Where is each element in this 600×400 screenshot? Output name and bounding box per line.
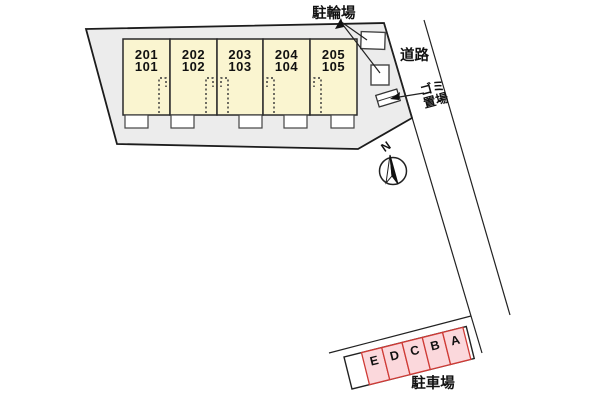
unit-number-upper: 202	[182, 47, 205, 62]
building-unit: 202 102	[169, 38, 218, 129]
bicycle-leader-line-2	[339, 20, 381, 74]
entry-porch	[330, 114, 355, 129]
entry-porch	[238, 114, 263, 129]
entry-dashed-line	[220, 77, 229, 113]
unit-number-lower: 103	[228, 59, 251, 74]
parking-space-label: D	[388, 348, 400, 364]
road-line-right	[423, 19, 511, 316]
unit-room	[309, 38, 358, 116]
building: 201 101 202 102 203 103 204 104	[122, 38, 358, 129]
unit-number-upper: 204	[275, 47, 298, 62]
garbage-label: ゴミ 置場	[418, 77, 450, 111]
parking-lot: E D C B A	[343, 325, 476, 390]
bicycle-leader-line-1	[339, 20, 368, 41]
entry-dashed-line	[313, 77, 322, 113]
road-label: 道路	[400, 46, 429, 64]
north-label: N	[378, 138, 393, 154]
entry-dashed-line	[205, 77, 214, 113]
parking-boundary-line	[328, 315, 472, 354]
building-unit: 205 105	[309, 38, 358, 129]
unit-number-upper: 203	[228, 47, 251, 62]
parking-space-label: C	[409, 343, 421, 359]
unit-number-lower: 102	[182, 59, 205, 74]
unit-number-upper: 205	[322, 47, 345, 62]
building-unit: 204 104	[262, 38, 311, 129]
unit-number-lower: 105	[322, 59, 345, 74]
parking-space-label: B	[429, 338, 441, 354]
parking-lot-label: 駐車場	[411, 374, 455, 392]
garbage-label-line2: 置場	[422, 90, 451, 111]
unit-room	[216, 38, 264, 116]
entry-porch	[283, 114, 308, 129]
leader-arrow-icon	[335, 18, 344, 29]
leader-arrow-icon	[390, 92, 400, 100]
north-compass-icon: N	[378, 138, 408, 186]
unit-number-upper: 201	[135, 47, 158, 62]
building-unit: 201 101	[122, 38, 171, 129]
garbage-label-line1: ゴミ	[418, 77, 446, 98]
entry-dashed-line	[158, 77, 167, 113]
unit-room	[262, 38, 311, 116]
parking-space-a	[441, 326, 472, 366]
unit-number-lower: 104	[275, 59, 298, 74]
entry-porch	[170, 114, 195, 129]
parking-space-label: A	[449, 333, 461, 349]
unit-number-lower: 101	[135, 59, 158, 74]
road-line-left	[383, 22, 483, 354]
parking-space-label: E	[368, 353, 379, 369]
building-unit: 203 103	[216, 38, 264, 129]
bicycle-parking-label: 駐輪場	[312, 4, 356, 22]
bicycle-rack-1	[359, 30, 386, 51]
entry-dashed-line	[266, 77, 275, 113]
entry-porch	[124, 114, 149, 129]
compass-needle-east	[389, 154, 399, 185]
bicycle-rack-2	[370, 64, 390, 86]
